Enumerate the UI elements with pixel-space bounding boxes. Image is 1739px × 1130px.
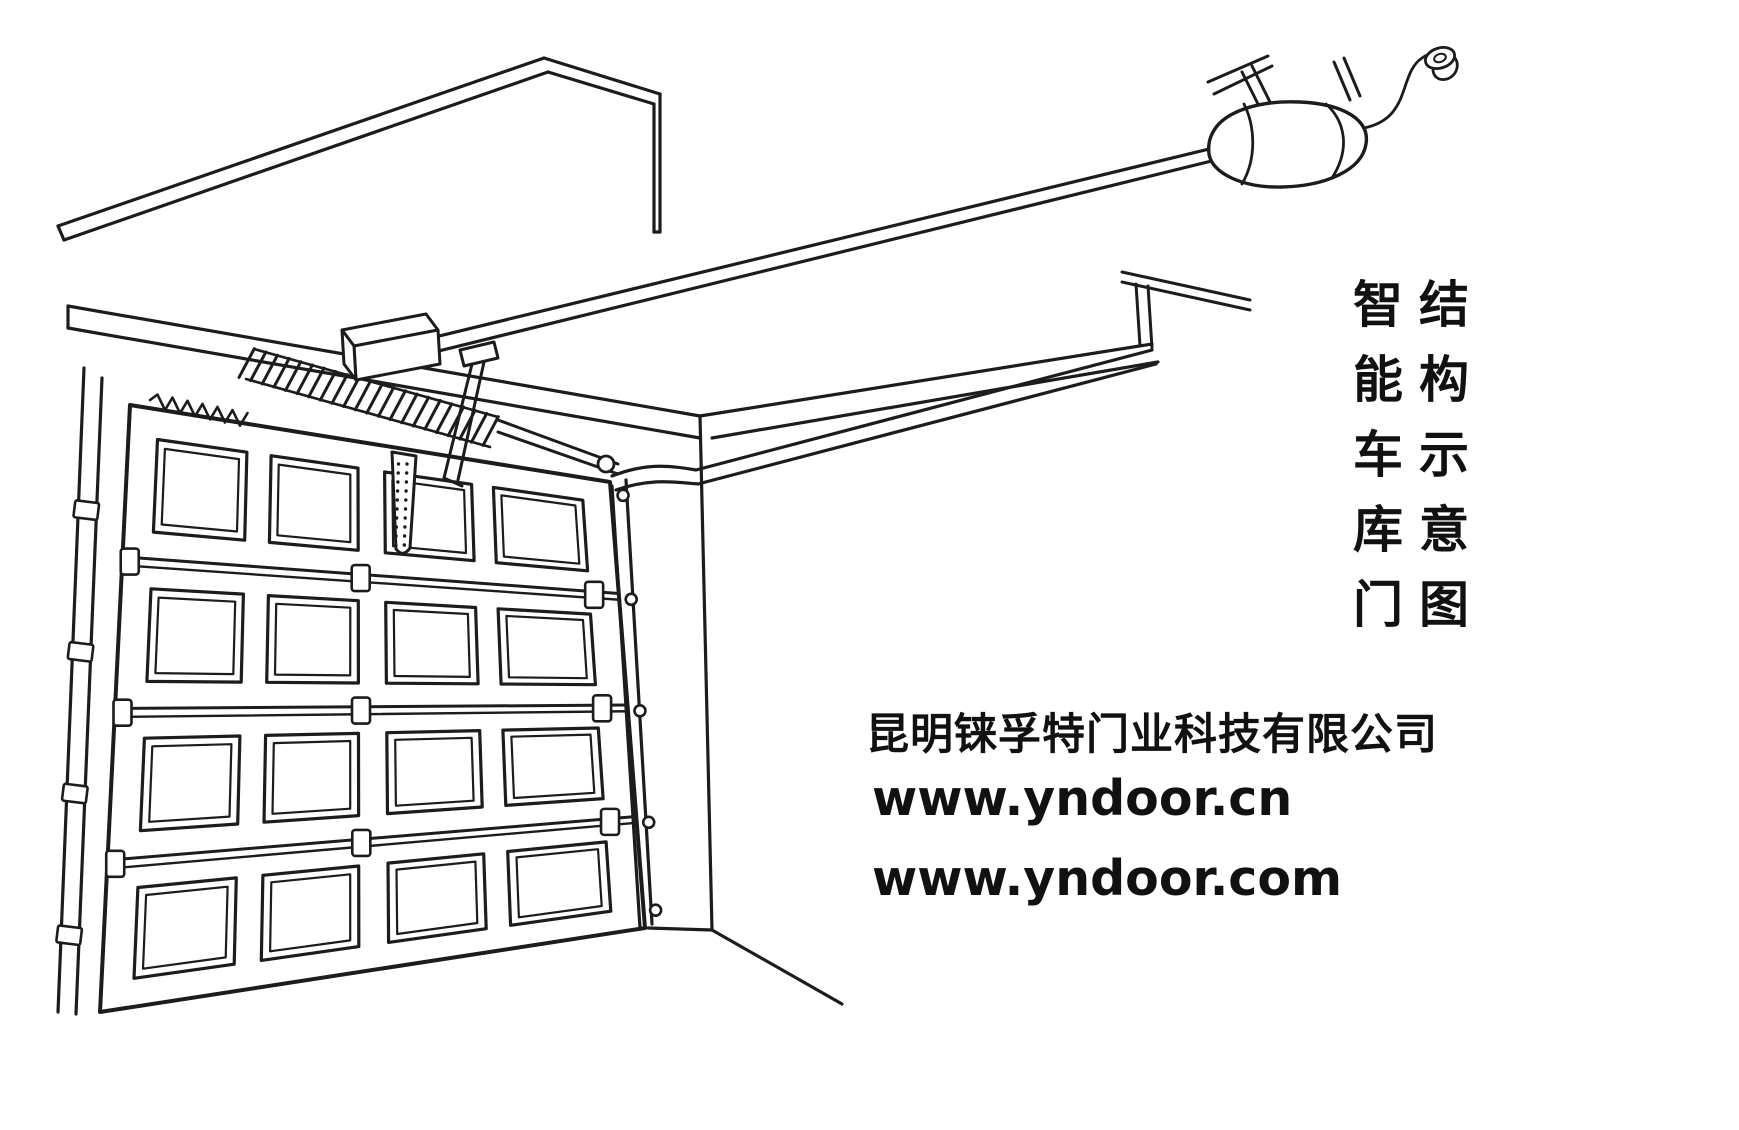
vertical-title-smart-garage-door: 智能车库门 [1345,278,1403,653]
website-com: www.yndoor.com [872,850,1343,907]
company-name: 昆明铼孚特门业科技有限公司 [866,710,1438,760]
vertical-title-structure-diagram: 结构示意图 [1411,278,1469,653]
website-cn: www.yndoor.cn [872,770,1293,827]
